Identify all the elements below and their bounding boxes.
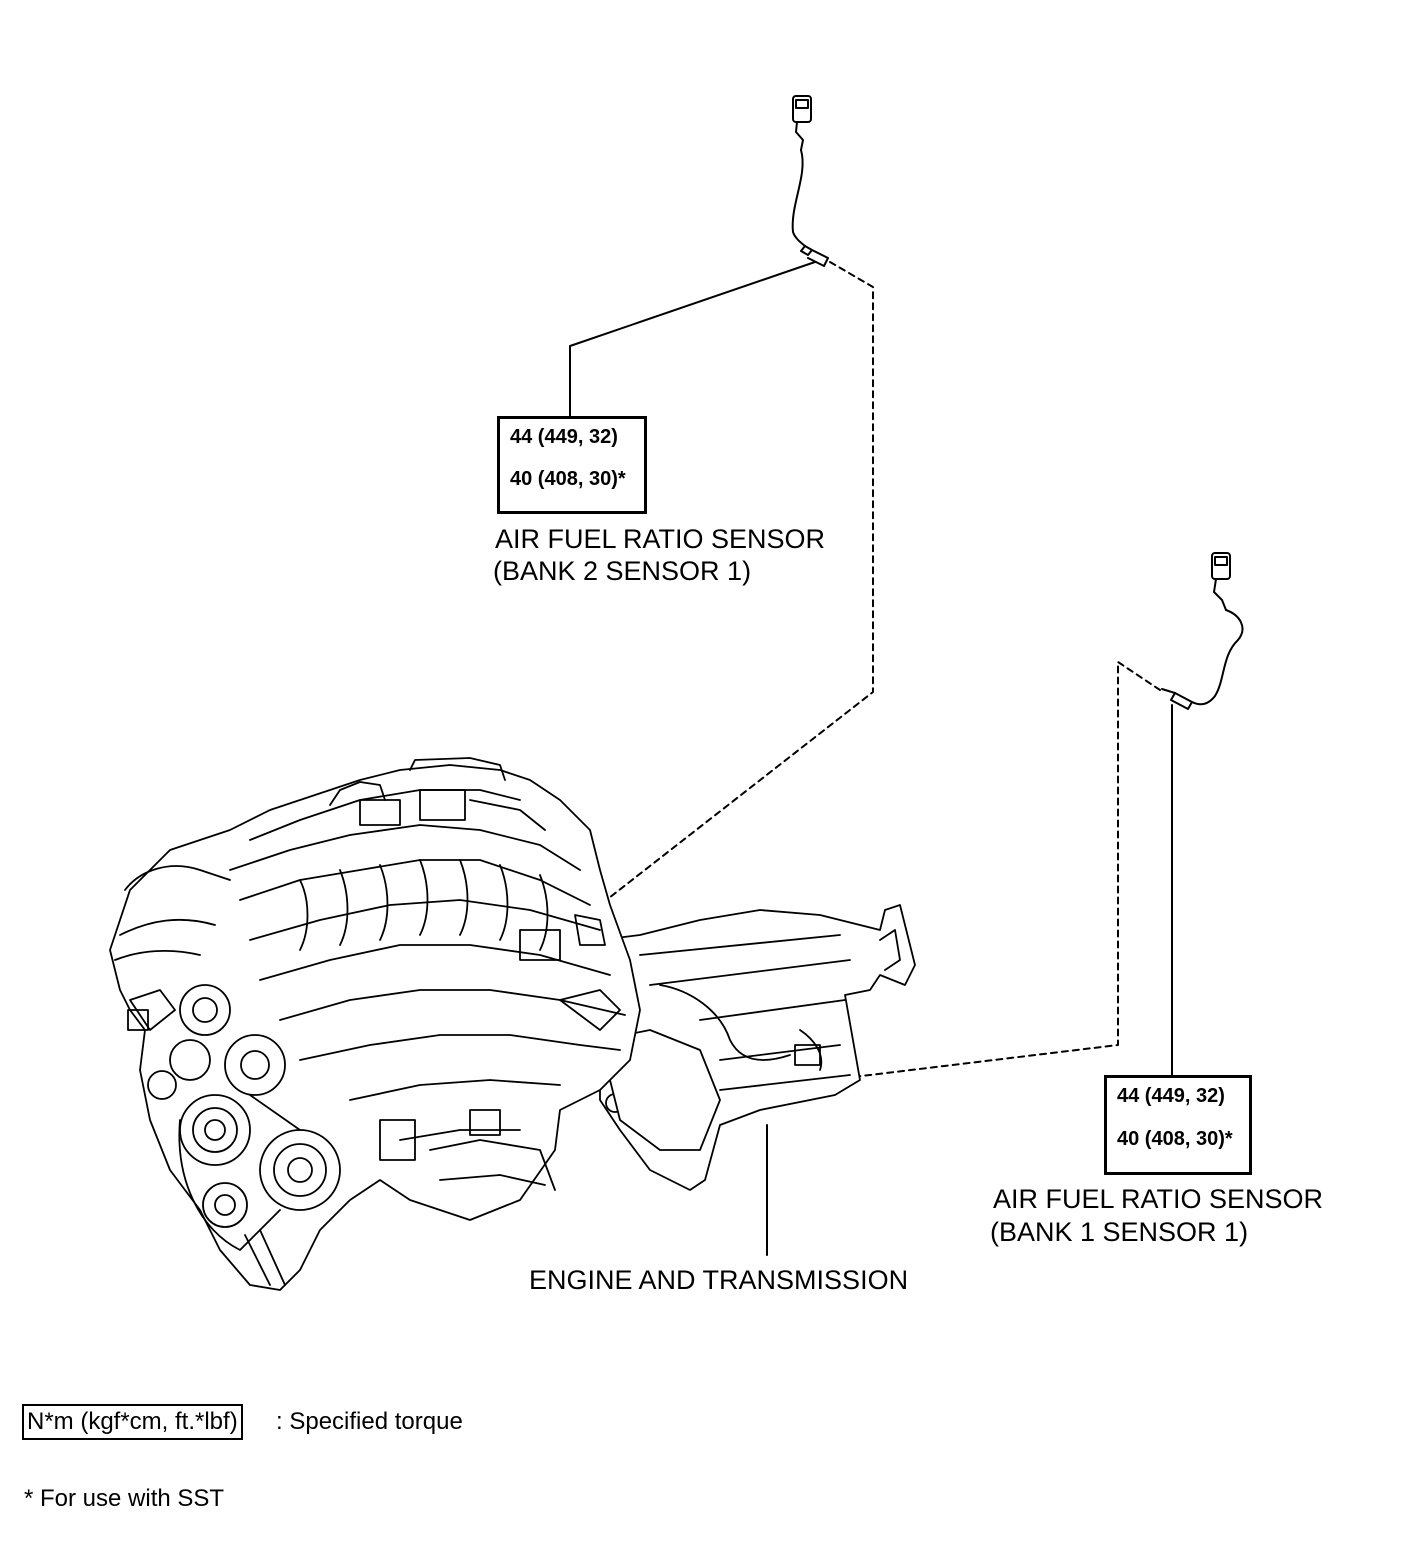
bank1-dashed-line [844,661,1161,1079]
bank2-sensor-name: AIR FUEL RATIO SENSOR [495,524,826,554]
bank2-leader-line [569,261,816,419]
bank2-torque-value: 44 (449, 32) [510,426,618,448]
bank2-sensor-position: (BANK 2 SENSOR 1) [493,556,752,586]
bank2-torque-sst-value: 40 (408, 30)* [510,468,626,490]
engine-transmission-illustration [109,757,916,1291]
bank1-torque-value: 44 (449, 32) [1117,1085,1225,1107]
bank2-dashed-line [599,261,874,906]
torque-unit-legend-description: : Specified torque [276,1408,463,1435]
sst-footnote: * For use with SST [24,1485,225,1512]
bank1-torque-sst-value: 40 (408, 30)* [1117,1128,1233,1150]
bank2-sensor-illustration [791,95,829,267]
bank1-sensor-illustration [1161,552,1244,710]
bank1-sensor-name: AIR FUEL RATIO SENSOR [993,1184,1324,1214]
bank1-sensor-position: (BANK 1 SENSOR 1) [990,1217,1249,1247]
bank2-torque-box: 44 (449, 32) 40 (408, 30)* [497,416,647,514]
torque-unit-legend-box: N*m (kgf*cm, ft.*lbf) [22,1404,243,1440]
engine-transmission-label: ENGINE AND TRANSMISSION [529,1265,909,1295]
bank1-torque-box: 44 (449, 32) 40 (408, 30)* [1104,1075,1252,1175]
